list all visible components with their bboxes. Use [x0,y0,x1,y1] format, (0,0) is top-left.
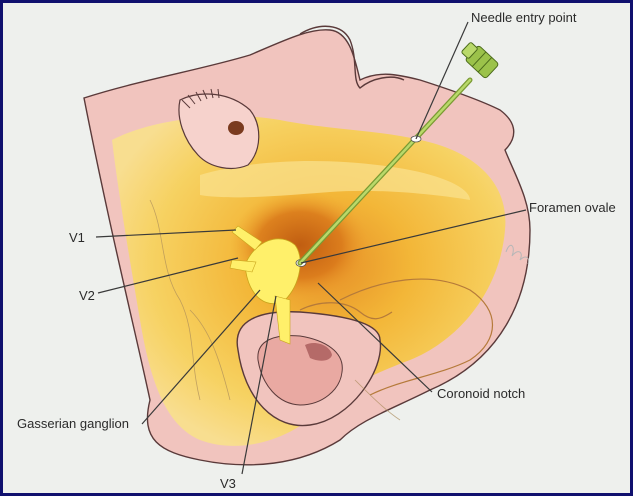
label-needle-entry-point: Needle entry point [471,10,577,25]
coronoid-notch-outline [299,302,393,320]
leader-foramen-ovale [300,209,527,264]
leader-coronoid-notch [317,282,433,393]
leader-v2 [97,257,239,294]
leader-v3 [241,295,277,475]
leader-lines [95,21,527,475]
ear-canal [305,343,332,361]
gasserian-ganglion [244,238,301,305]
leader-gasserian [141,289,261,425]
eye-iris [228,121,244,135]
label-v2: V2 [79,288,95,303]
label-coronoid-notch: Coronoid notch [437,386,526,401]
label-v3: V3 [220,476,236,491]
v1-branch [231,225,263,251]
mandible-outline [339,278,493,396]
label-gasserian-ganglion: Gasserian ganglion [17,416,130,431]
leader-v1 [95,229,237,238]
nose-outline [299,25,405,89]
eye-region [178,93,260,169]
label-v1: V1 [69,230,85,245]
needle [297,42,499,266]
v3-branch [274,295,291,345]
eyelashes [181,88,220,109]
vessel-lines [149,199,401,421]
zygomatic-arch [200,160,470,200]
label-foramen-ovale: Foramen ovale [529,200,616,215]
leader-needle-entry [415,21,469,140]
artist-signature [505,244,529,265]
